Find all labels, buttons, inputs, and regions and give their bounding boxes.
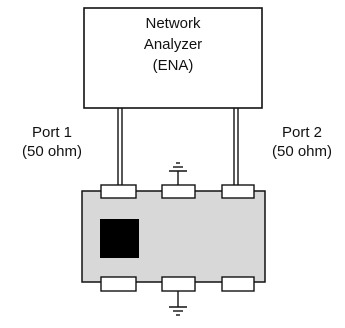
analyzer-line-1: Network bbox=[145, 15, 201, 32]
port2-line-1: Port 2 bbox=[281, 124, 323, 141]
port1-line-2: (50 ohm) bbox=[21, 143, 83, 160]
port2-label: Port 2 (50 ohm) bbox=[262, 123, 342, 161]
top-pad-center bbox=[161, 184, 196, 199]
port1-line-1: Port 1 bbox=[31, 124, 73, 141]
bottom-pad-center bbox=[161, 276, 196, 292]
analyzer-line-2: Analyzer bbox=[143, 36, 203, 53]
port1-label: Port 1 (50 ohm) bbox=[12, 123, 92, 161]
bottom-pad-left bbox=[100, 276, 137, 292]
network-analyzer-box bbox=[83, 7, 263, 109]
network-analyzer-label: Network Analyzer (ENA) bbox=[84, 13, 262, 76]
bottom-pad-right bbox=[221, 276, 255, 292]
top-pad-left bbox=[100, 184, 137, 199]
analyzer-line-3: (ENA) bbox=[152, 57, 194, 74]
port2-line-2: (50 ohm) bbox=[271, 143, 333, 160]
device-under-test bbox=[100, 219, 139, 258]
top-pad-right bbox=[221, 184, 255, 199]
